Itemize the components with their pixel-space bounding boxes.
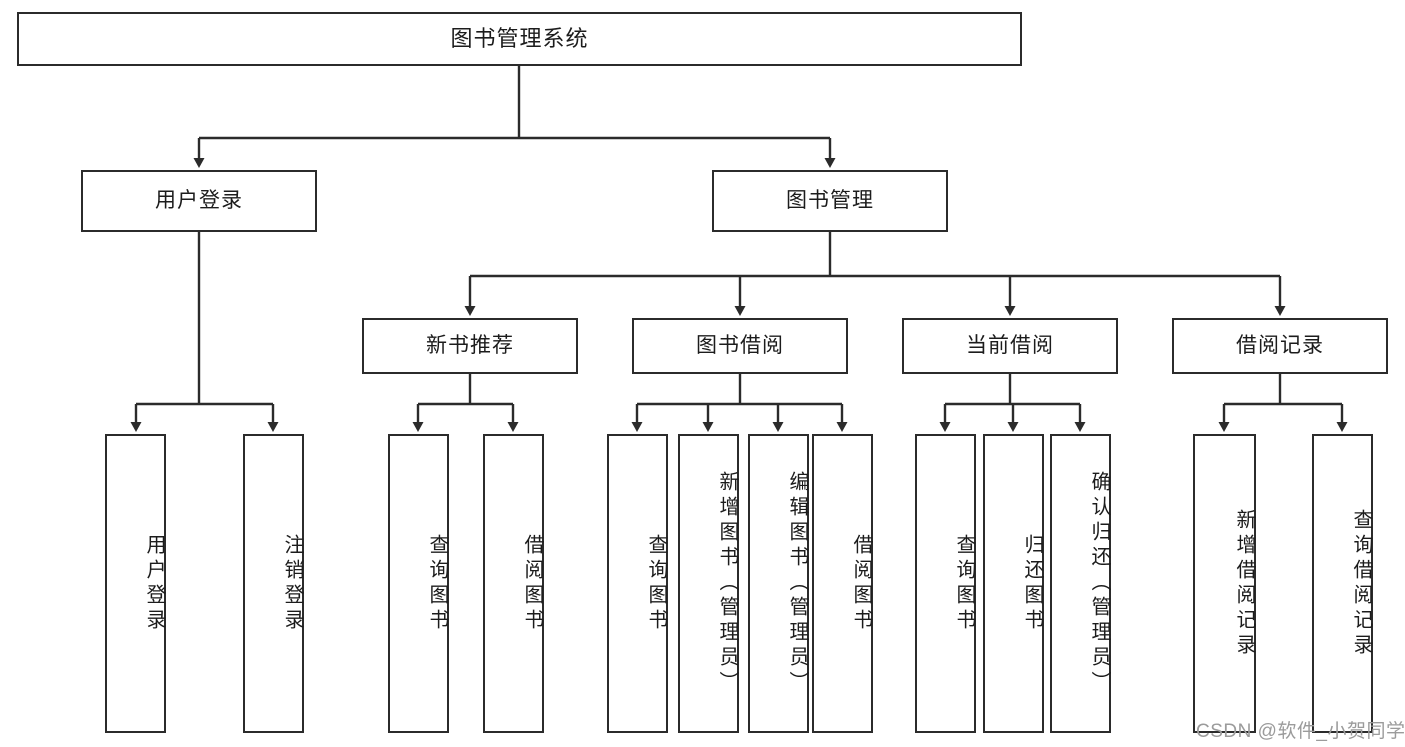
node-label: 图书管理系统 — [450, 25, 589, 51]
node-level3-current-borrow[interactable]: 当前借阅 — [902, 318, 1118, 374]
node-label: 编辑图书（管理员） — [786, 471, 808, 696]
leaf-borrow-book-recommend[interactable]: 借阅图书 — [483, 434, 544, 733]
node-label: 用户登录 — [155, 189, 243, 213]
leaf-add-borrow-record[interactable]: 新增借阅记录 — [1193, 434, 1256, 733]
node-level3-borrow-record[interactable]: 借阅记录 — [1172, 318, 1388, 374]
leaf-query-borrow-record[interactable]: 查询借阅记录 — [1312, 434, 1373, 733]
node-label: 图书管理 — [786, 189, 874, 213]
node-label: 当前借阅 — [966, 334, 1054, 358]
leaf-logout[interactable]: 注销登录 — [243, 434, 304, 733]
node-label: 注销登录 — [281, 533, 303, 634]
leaf-query-book-current[interactable]: 查询图书 — [915, 434, 976, 733]
node-label: 归还图书 — [1021, 533, 1043, 634]
node-label: 新书推荐 — [426, 334, 514, 358]
node-root[interactable]: 图书管理系统 — [17, 12, 1022, 66]
node-level2-book-management[interactable]: 图书管理 — [712, 170, 948, 232]
node-label: 查询图书 — [645, 533, 667, 634]
node-label: 用户登录 — [143, 533, 165, 634]
node-label: 查询图书 — [953, 533, 975, 634]
leaf-confirm-return-admin[interactable]: 确认归还（管理员） — [1050, 434, 1111, 733]
leaf-return-book[interactable]: 归还图书 — [983, 434, 1044, 733]
node-level3-new-book-recommend[interactable]: 新书推荐 — [362, 318, 578, 374]
leaf-query-book-borrow[interactable]: 查询图书 — [607, 434, 668, 733]
node-label: 新增图书（管理员） — [716, 471, 738, 696]
leaf-user-login[interactable]: 用户登录 — [105, 434, 166, 733]
node-label: 确认归还（管理员） — [1088, 471, 1110, 696]
node-level2-user-login[interactable]: 用户登录 — [81, 170, 317, 232]
leaf-edit-book-admin[interactable]: 编辑图书（管理员） — [748, 434, 809, 733]
node-label: 借阅图书 — [521, 533, 543, 634]
leaf-add-book-admin[interactable]: 新增图书（管理员） — [678, 434, 739, 733]
node-label: 查询借阅记录 — [1350, 508, 1372, 659]
leaf-borrow-book[interactable]: 借阅图书 — [812, 434, 873, 733]
node-label: 新增借阅记录 — [1233, 508, 1255, 659]
node-label: 图书借阅 — [696, 334, 784, 358]
node-label: 借阅记录 — [1236, 334, 1324, 358]
node-label: 查询图书 — [426, 533, 448, 634]
node-level3-book-borrow[interactable]: 图书借阅 — [632, 318, 848, 374]
leaf-query-book-recommend[interactable]: 查询图书 — [388, 434, 449, 733]
node-label: 借阅图书 — [850, 533, 872, 634]
